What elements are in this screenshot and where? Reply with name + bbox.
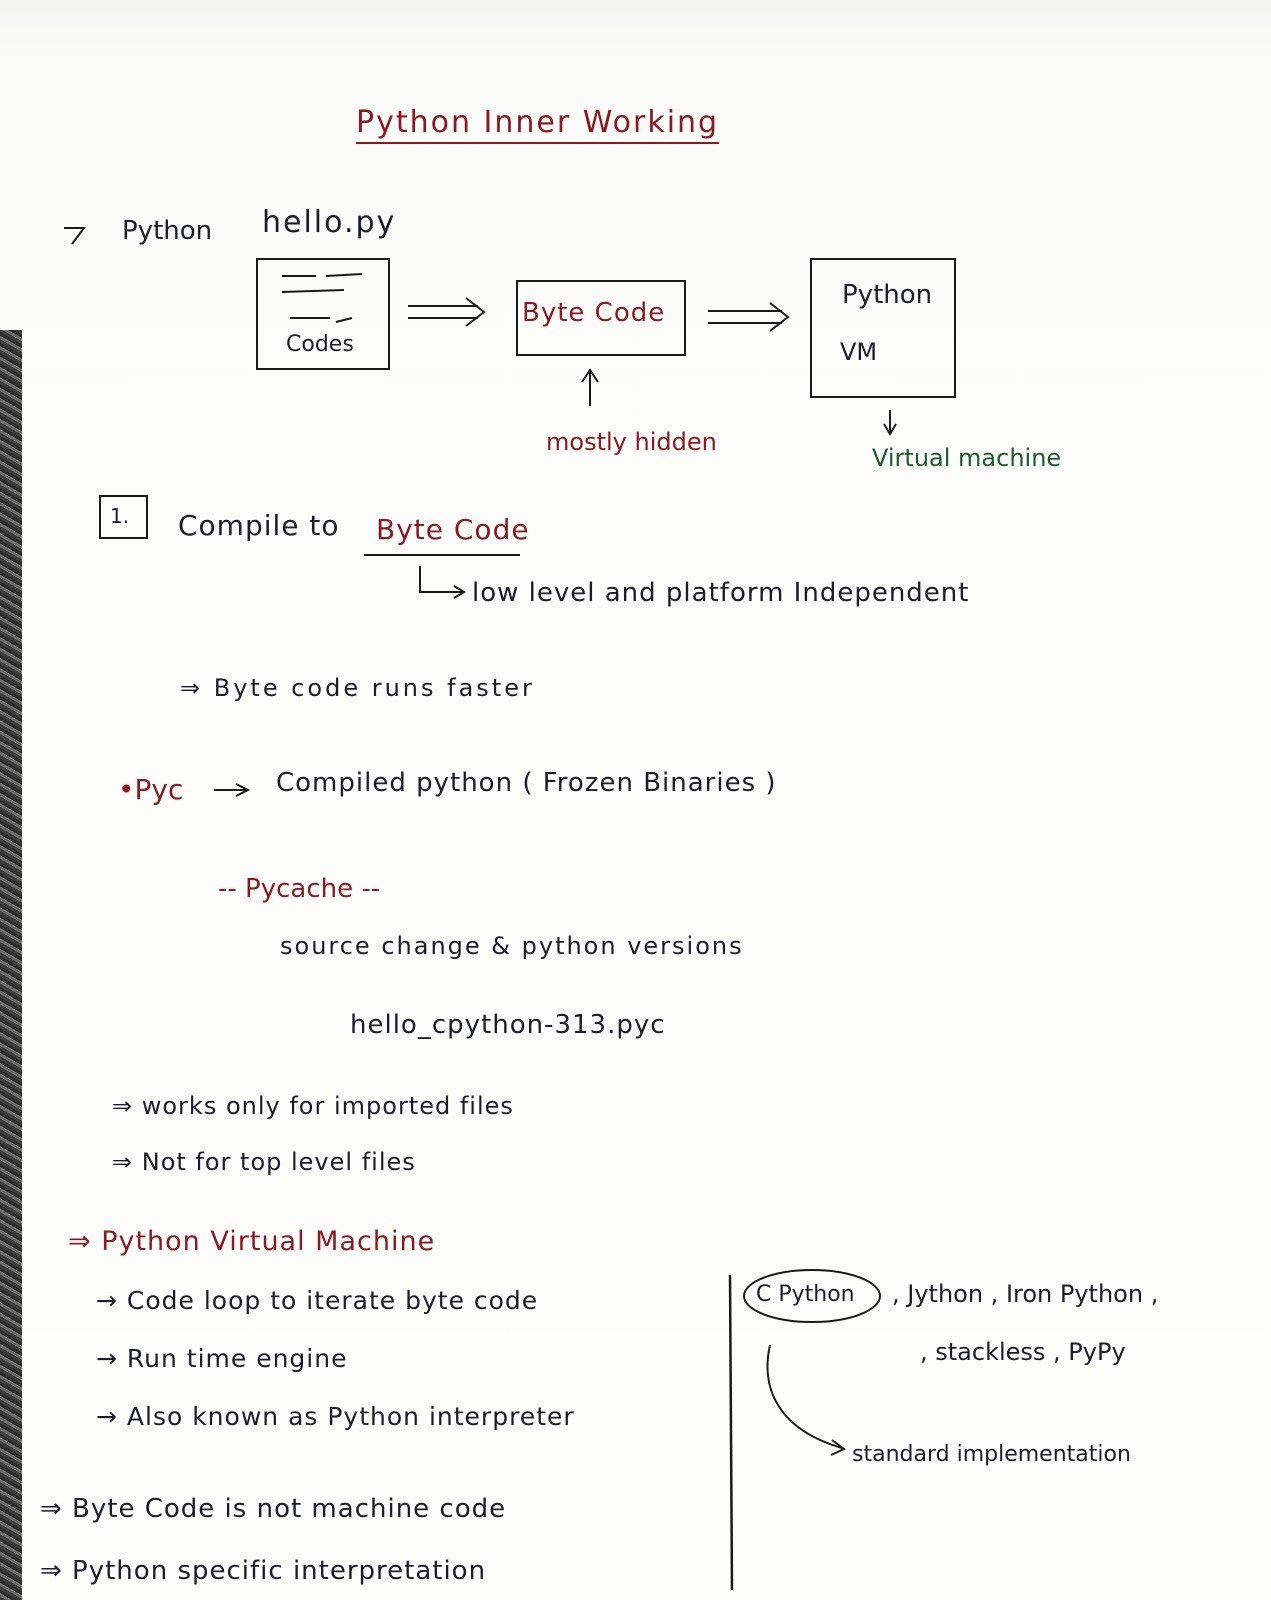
note-imported-files: ⇒ works only for imported files xyxy=(112,1092,514,1120)
section-number: 1. xyxy=(110,504,130,528)
codes-label: Codes xyxy=(286,332,354,357)
python-vm-box xyxy=(810,258,956,398)
impl-cpython: C Python xyxy=(756,1282,855,1307)
footer-line1: ⇒ Byte Code is not machine code xyxy=(40,1494,507,1524)
impl-list-line1: , Jython , Iron Python , xyxy=(892,1280,1159,1308)
vm-line2: VM xyxy=(840,338,878,366)
section-heading-prefix: Compile to xyxy=(178,509,340,542)
pycache-description: source change & python versions xyxy=(280,932,744,960)
impl-note: standard implementation xyxy=(852,1442,1131,1467)
file-name: hello.py xyxy=(262,205,397,240)
page-title: Python Inner Working xyxy=(356,108,720,144)
point-faster: ⇒ Byte code runs faster xyxy=(180,674,535,702)
pvm-heading: ⇒ Python Virtual Machine xyxy=(68,1226,436,1257)
diagram-source-label: Python xyxy=(122,216,213,246)
bytecode-label: Byte Code xyxy=(522,298,666,328)
bytecode-note: mostly hidden xyxy=(546,428,717,456)
section-heading-term: Byte Code xyxy=(376,513,530,546)
pvm-item: → Code loop to iterate byte code xyxy=(96,1286,539,1315)
vm-note: Virtual machine xyxy=(872,444,1062,472)
example-file-name: hello_cpython-313.pyc xyxy=(350,1010,666,1040)
pyc-label: •Pyc xyxy=(118,773,184,806)
bytecode-box xyxy=(516,280,686,356)
source-code-box xyxy=(256,258,390,370)
note-top-level-files: ⇒ Not for top level files xyxy=(112,1148,416,1176)
desk-background-strip xyxy=(0,330,22,1600)
impl-list-line2: , stackless , PyPy xyxy=(920,1338,1126,1366)
bytecode-sub-note: low level and platform Independent xyxy=(472,578,970,608)
pvm-item: → Also known as Python interpreter xyxy=(96,1402,575,1431)
pycache-label: -- Pycache -- xyxy=(218,874,381,904)
pyc-description: Compiled python ( Frozen Binaries ) xyxy=(276,768,777,798)
pvm-item: → Run time engine xyxy=(96,1344,348,1373)
vm-line1: Python xyxy=(842,280,933,310)
footer-line2: ⇒ Python specific interpretation xyxy=(40,1556,487,1586)
